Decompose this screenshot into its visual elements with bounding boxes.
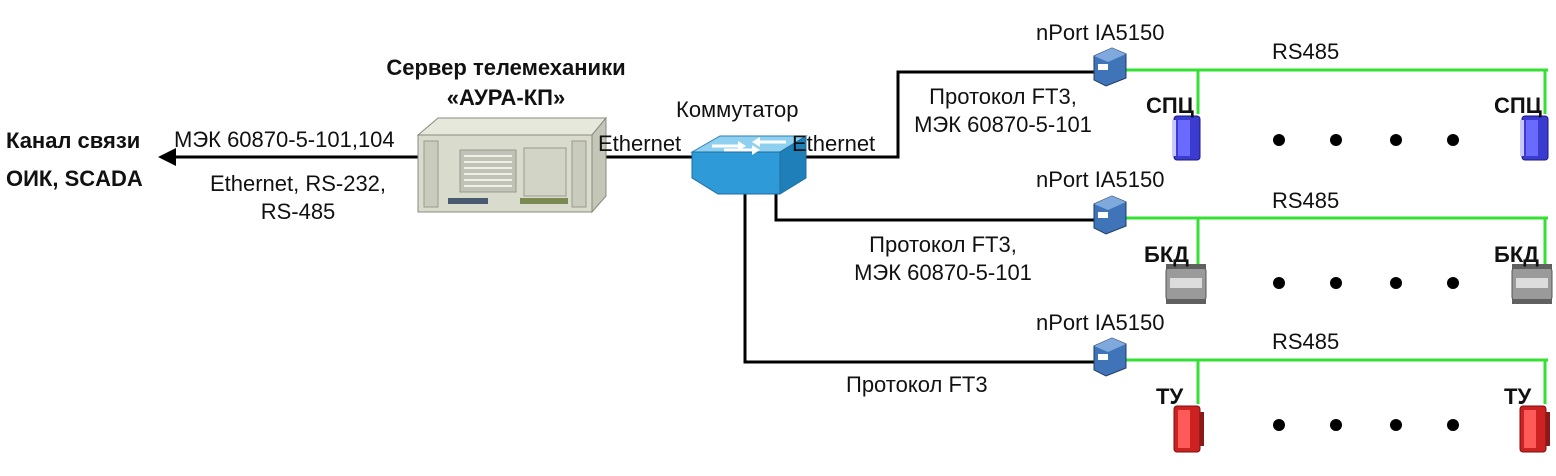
- rs485-bus-1: [1122, 68, 1548, 114]
- branch1-protocol-line1: Протокол FT3,: [929, 84, 1077, 109]
- uplink-protocol: МЭК 60870-5-101,104: [174, 127, 395, 152]
- device-label-tu-last: ТУ: [1504, 384, 1532, 409]
- bkd-module-icon: [1511, 264, 1553, 304]
- nport-icon-2: [1093, 195, 1127, 235]
- rs485-bus-3: [1122, 358, 1548, 404]
- tu-module-icon: [1173, 405, 1204, 453]
- nport-icon-3: [1093, 337, 1127, 377]
- branch1-link: [790, 70, 1095, 159]
- device-label-spc-last: СПЦ: [1494, 93, 1542, 118]
- uplink-interfaces: Ethernet, RS-232, RS-485: [178, 171, 418, 225]
- channel-label-line2: ОИК, SCADA: [6, 166, 143, 191]
- branch1-protocol-line2: МЭК 60870-5-101: [914, 112, 1092, 137]
- branch2-protocol-line1: Протокол FT3,: [869, 232, 1017, 257]
- server-title-line1: Сервер телемеханики: [386, 55, 626, 80]
- bus-label-3: RS485: [1272, 329, 1340, 354]
- spc-module-icon: [1172, 115, 1201, 161]
- device-label-bkd-first: БКД: [1144, 242, 1189, 267]
- bkd-module-icon: [1165, 264, 1207, 304]
- switch-icon: [690, 135, 808, 195]
- branch2-link: [774, 192, 1095, 222]
- uplink-interfaces-line1: Ethernet, RS-232,: [209, 171, 387, 196]
- bus-label-2: RS485: [1272, 188, 1340, 213]
- gateway-label-2: nPort IA5150: [1036, 167, 1165, 192]
- gateway-label-1: nPort IA5150: [1036, 20, 1165, 45]
- tu-module-icon: [1519, 405, 1550, 453]
- uplink-arrowhead: [158, 148, 176, 166]
- branch3-link: [743, 192, 1095, 364]
- ellipsis-dots: [1273, 134, 1459, 431]
- gateway-label-3: nPort IA5150: [1036, 310, 1165, 335]
- device-label-tu-first: ТУ: [1156, 384, 1184, 409]
- switch-port-right: Ethernet: [792, 131, 876, 156]
- switch-label: Коммутатор: [676, 97, 799, 122]
- rs485-bus-2: [1122, 216, 1548, 268]
- device-label-bkd-last: БКД: [1494, 242, 1539, 267]
- switch-port-left: Ethernet: [598, 131, 682, 156]
- branch2-protocol: Протокол FT3, МЭК 60870-5-101: [838, 232, 1048, 286]
- server-title-line2: «АУРА-КП»: [446, 85, 566, 110]
- server-title: Сервер телемеханики «АУРА-КП»: [360, 55, 652, 111]
- channel-label-line1: Канал связи: [6, 128, 141, 153]
- server-icon: [416, 116, 608, 214]
- branch3-protocol: Протокол FT3: [846, 372, 988, 397]
- uplink-interfaces-line2: RS-485: [260, 199, 336, 224]
- branch1-protocol: Протокол FT3, МЭК 60870-5-101: [898, 84, 1108, 138]
- nport-icon-1: [1093, 47, 1127, 87]
- spc-module-icon: [1520, 115, 1549, 161]
- bus-label-1: RS485: [1272, 39, 1340, 64]
- branch2-protocol-line2: МЭК 60870-5-101: [854, 260, 1032, 285]
- device-label-spc-first: СПЦ: [1146, 93, 1194, 118]
